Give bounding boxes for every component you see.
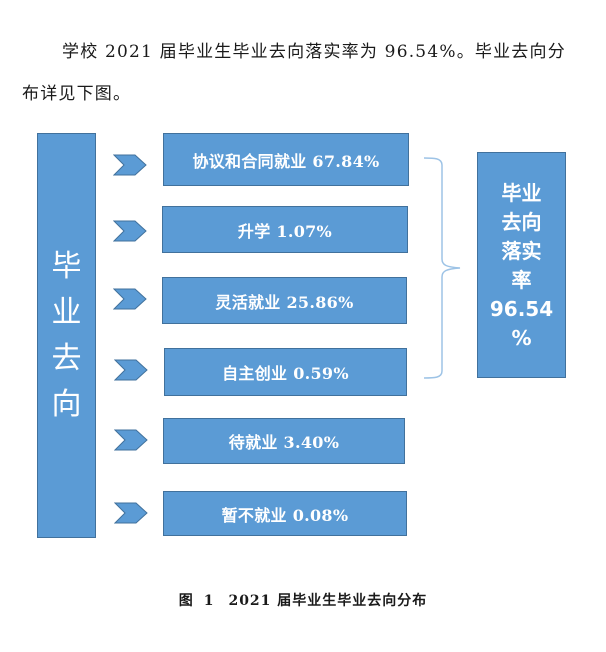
summary-line: 去向	[501, 210, 542, 234]
destination-label: 灵活就业 25.86%	[215, 292, 354, 312]
destination-box-self-employment: 自主创业 0.59%	[164, 348, 407, 396]
destination-label: 升学 1.07%	[237, 221, 333, 241]
destination-label: 自主创业 0.59%	[222, 364, 349, 383]
chevron-right-icon	[113, 288, 147, 310]
summary-line: 率	[511, 268, 532, 292]
destination-box-contract-employment: 协议和合同就业 67.84%	[163, 133, 409, 186]
intro-paragraph: 学校 2021 届毕业生毕业去向落实率为 96.54%。毕业去向分布详见下图。	[22, 42, 566, 104]
summary-line: 落实	[501, 239, 542, 263]
summary-rate-value: 96.54	[489, 297, 554, 321]
chevron-right-icon	[114, 502, 148, 524]
chevron-right-icon	[113, 154, 147, 176]
chevron-right-icon	[113, 220, 147, 242]
summary-line: 毕业	[501, 181, 542, 205]
left-label-char: 毕	[51, 248, 82, 284]
destination-box-not-seeking-employment: 暂不就业 0.08%	[163, 491, 407, 536]
summary-rate-unit: %	[511, 326, 532, 350]
employment-rate-summary-box: 毕业 去向 落实 率 96.54 %	[477, 152, 566, 378]
chevron-right-icon	[114, 429, 148, 451]
destination-box-flexible-employment: 灵活就业 25.86%	[162, 277, 407, 324]
destination-label: 暂不就业 0.08%	[221, 505, 349, 525]
destination-label: 协议和合同就业 67.84%	[192, 151, 380, 171]
left-label-char: 业	[51, 294, 82, 330]
graduate-destination-label-box: 毕 业 去 向	[37, 133, 96, 538]
chevron-right-icon	[114, 359, 148, 381]
destination-box-awaiting-employment: 待就业 3.40%	[163, 418, 405, 464]
left-label-char: 向	[51, 386, 82, 422]
caption-number: 1	[203, 593, 215, 609]
left-label-char: 去	[51, 340, 82, 376]
destination-box-further-study: 升学 1.07%	[162, 206, 408, 253]
destination-label: 待就业 3.40%	[228, 433, 340, 452]
caption-prefix: 图	[178, 593, 194, 609]
caption-title: 2021 届毕业生毕业去向分布	[228, 593, 428, 609]
right-brace-icon	[423, 157, 461, 379]
